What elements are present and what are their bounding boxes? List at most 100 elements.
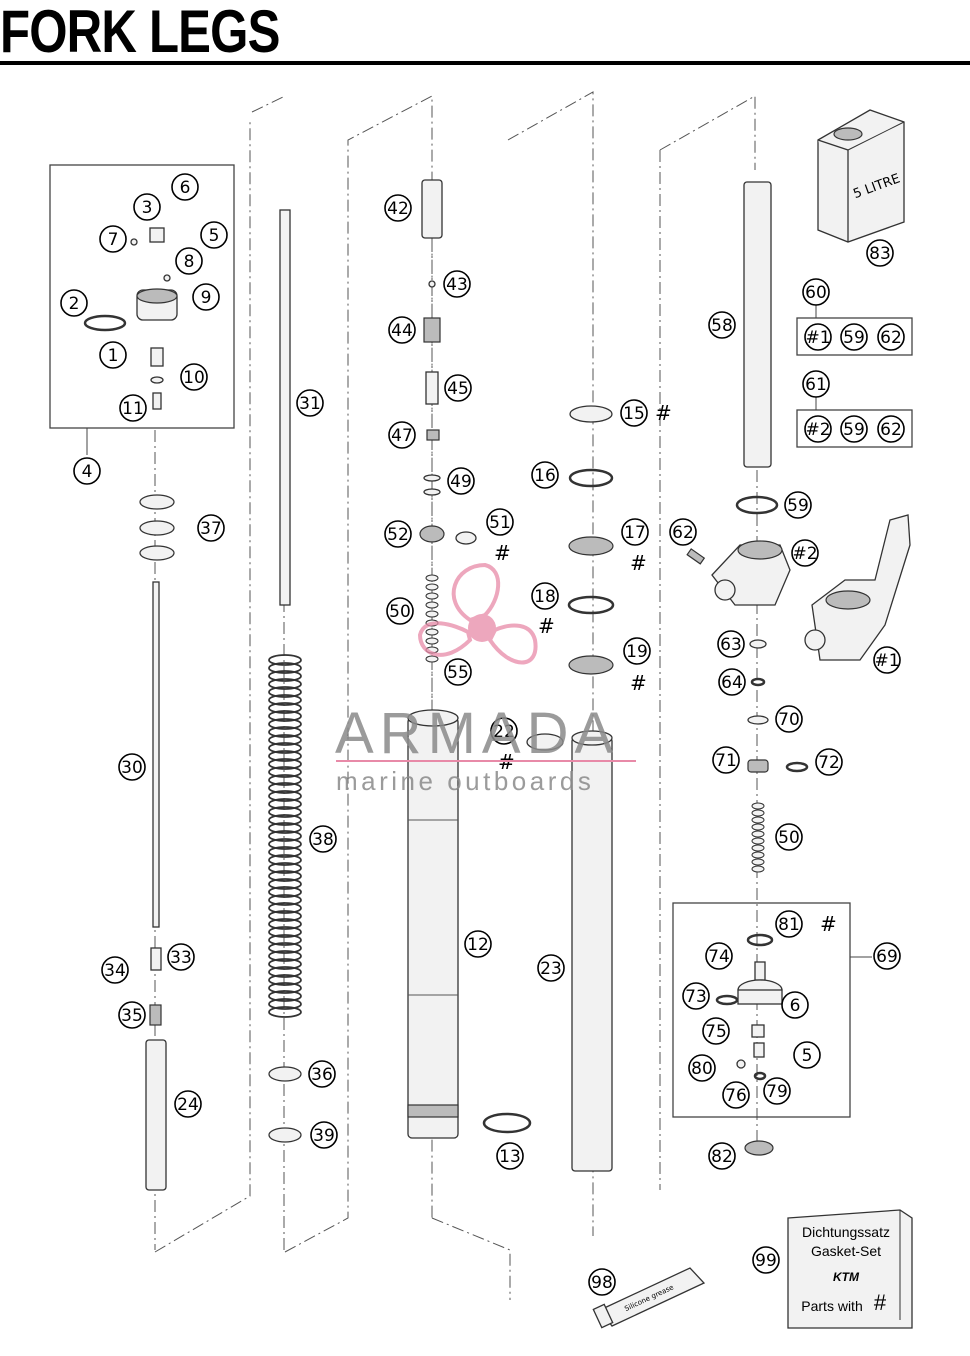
spring-coil xyxy=(268,998,302,1010)
spring-coil xyxy=(268,894,302,906)
rod-end xyxy=(150,947,162,971)
svg-text:15: 15 xyxy=(623,404,645,424)
part-45 xyxy=(425,371,439,405)
spring-coil xyxy=(268,814,302,826)
valve-body-74 xyxy=(737,961,783,1005)
callout-76: 76 xyxy=(722,1081,750,1109)
spring-coil xyxy=(268,822,302,834)
callout-47: 47 xyxy=(388,421,416,449)
piston-71 xyxy=(747,759,769,773)
svg-text:72: 72 xyxy=(818,753,840,773)
svg-text:60: 60 xyxy=(805,283,827,303)
callout-60: 60 xyxy=(802,278,830,306)
svg-text:35: 35 xyxy=(121,1006,143,1026)
svg-text:#2: #2 xyxy=(792,544,817,564)
shim xyxy=(425,655,439,663)
svg-text:13: 13 xyxy=(499,1147,521,1167)
gasket-line1: Dichtungssatz xyxy=(802,1224,890,1240)
svg-text:10: 10 xyxy=(183,368,205,388)
kit-60-box xyxy=(796,317,913,356)
spring-coil xyxy=(268,686,302,698)
callout-34: 34 xyxy=(101,956,129,984)
spring-coil xyxy=(268,934,302,946)
ring-18 xyxy=(567,595,615,615)
callout-3: 3 xyxy=(133,193,161,221)
kit-60-item: 59 xyxy=(840,323,868,351)
callout-43: 43 xyxy=(443,270,471,298)
shim xyxy=(425,601,439,609)
svg-text:69: 69 xyxy=(876,947,898,967)
outer-tube xyxy=(407,709,459,1139)
washer-39 xyxy=(268,1127,302,1143)
callout-22: 22 xyxy=(490,717,518,745)
damper-body xyxy=(145,1039,167,1191)
callout-82: 82 xyxy=(708,1142,736,1170)
fork-cap xyxy=(83,227,178,410)
svg-text:59: 59 xyxy=(843,420,865,440)
svg-text:23: 23 xyxy=(540,959,562,979)
gasket-set-box xyxy=(787,1209,913,1329)
svg-text:62: 62 xyxy=(880,420,902,440)
svg-text:47: 47 xyxy=(391,426,413,446)
svg-text:45: 45 xyxy=(447,379,469,399)
svg-text:59: 59 xyxy=(787,496,809,516)
callout-10: 10 xyxy=(180,363,208,391)
svg-text:16: 16 xyxy=(534,466,556,486)
svg-text:38: 38 xyxy=(312,830,334,850)
svg-text:79: 79 xyxy=(766,1082,788,1102)
callout-75: 75 xyxy=(702,1017,730,1045)
ring-51 xyxy=(455,531,477,545)
spring-coil xyxy=(268,878,302,890)
callout-11: 11 xyxy=(119,394,147,422)
svg-text:39: 39 xyxy=(313,1126,335,1146)
spring-coil xyxy=(268,886,302,898)
callout-18: 18 xyxy=(531,582,559,610)
svg-text:33: 33 xyxy=(170,948,192,968)
svg-text:42: 42 xyxy=(387,199,409,219)
callout-62: 62 xyxy=(669,518,697,546)
hash-mark: # xyxy=(820,912,837,936)
svg-text:30: 30 xyxy=(121,758,143,778)
callout-5: 5 xyxy=(793,1041,821,1069)
svg-text:51: 51 xyxy=(489,513,511,533)
spring-coil xyxy=(268,990,302,1002)
callout-49: 49 xyxy=(447,467,475,495)
svg-text:49: 49 xyxy=(450,472,472,492)
spring-coil xyxy=(268,966,302,978)
spring-coil xyxy=(268,942,302,954)
callout-59: 59 xyxy=(784,491,812,519)
callout-33: 33 xyxy=(167,943,195,971)
svg-text:3: 3 xyxy=(142,198,153,218)
callout-16: 16 xyxy=(531,461,559,489)
hash-mark: # xyxy=(655,401,672,425)
spring-coil xyxy=(268,726,302,738)
callout-13: 13 xyxy=(496,1142,524,1170)
svg-text:6: 6 xyxy=(180,178,191,198)
callout-36: 36 xyxy=(308,1060,336,1088)
svg-text:24: 24 xyxy=(177,1095,199,1115)
svg-text:6: 6 xyxy=(790,996,801,1016)
bushing-15 xyxy=(569,405,613,423)
part-79 xyxy=(753,1071,767,1081)
ring-72 xyxy=(785,761,809,773)
shim xyxy=(751,802,765,810)
svg-text:80: 80 xyxy=(691,1059,713,1079)
washer-49b xyxy=(423,488,441,496)
callout-30: 30 xyxy=(118,753,146,781)
callout-hash1: #1 xyxy=(873,646,901,674)
spring-coil xyxy=(268,830,302,842)
part-75 xyxy=(751,1024,765,1038)
callout-9: 9 xyxy=(192,283,220,311)
spring-coil xyxy=(268,670,302,682)
washer-70 xyxy=(747,715,769,725)
valve-assembly-box xyxy=(672,902,851,1118)
svg-text:82: 82 xyxy=(711,1147,733,1167)
spring-coil xyxy=(268,854,302,866)
kit-61-item: 62 xyxy=(877,415,905,443)
callout-81: 81 xyxy=(775,910,803,938)
spring-coil xyxy=(268,742,302,754)
part-82 xyxy=(744,1140,774,1156)
callout-2: 2 xyxy=(60,289,88,317)
washers xyxy=(139,494,175,561)
